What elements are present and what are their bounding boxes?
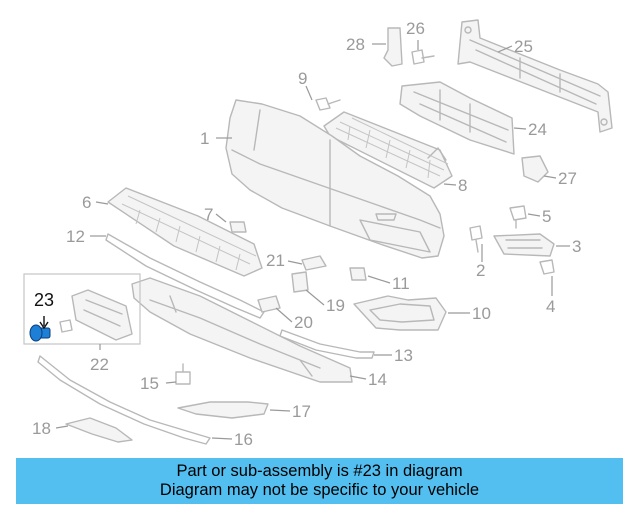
banner-line-1: Part or sub-assembly is #23 in diagram bbox=[176, 462, 463, 480]
callout-19: 19 bbox=[326, 296, 345, 315]
banner-line-2: Diagram may not be specific to your vehi… bbox=[159, 481, 480, 499]
callout-7: 7 bbox=[204, 205, 213, 224]
part-20-clip bbox=[257, 295, 281, 313]
callout-8: 8 bbox=[458, 176, 467, 195]
info-banner: Part or sub-assembly is #23 in diagram D… bbox=[16, 458, 623, 504]
callout-22: 22 bbox=[90, 355, 109, 374]
part-9-bolt bbox=[315, 97, 341, 111]
part-4-bolt bbox=[539, 259, 555, 275]
part-18-trim bbox=[65, 417, 133, 443]
part-2-bolt bbox=[469, 225, 483, 253]
part-1-bumper-cover bbox=[225, 99, 445, 259]
callout-18: 18 bbox=[32, 419, 51, 438]
part-15-bolt bbox=[175, 363, 191, 385]
part-26-bolt bbox=[411, 49, 435, 65]
callout-23: 23 bbox=[34, 290, 54, 310]
callout-4: 4 bbox=[546, 297, 555, 316]
part-5-clip bbox=[509, 205, 527, 229]
callout-10: 10 bbox=[472, 304, 491, 323]
part-28-bracket bbox=[383, 27, 403, 67]
callout-2: 2 bbox=[476, 261, 485, 280]
callout-14: 14 bbox=[368, 370, 387, 389]
callout-28: 28 bbox=[346, 35, 365, 54]
part-16-lower-strip bbox=[37, 355, 211, 445]
part-14-lower-valance bbox=[131, 277, 353, 383]
parts-diagram: 1 2 3 4 5 6 7 8 9 10 11 12 13 14 15 16 1… bbox=[23, 19, 613, 449]
part-22-license-bracket bbox=[23, 273, 141, 345]
part-17-trim bbox=[177, 401, 269, 419]
part-10-trim bbox=[353, 295, 447, 331]
part-6-lower-grille bbox=[107, 187, 263, 277]
part-25-reinforcement-bar bbox=[457, 19, 613, 133]
part-23-screw-highlighted bbox=[29, 316, 51, 342]
part-21-cap bbox=[301, 255, 327, 271]
callout-24: 24 bbox=[528, 120, 547, 139]
callout-13: 13 bbox=[394, 346, 413, 365]
part-24-absorber bbox=[399, 81, 515, 155]
leader-lines bbox=[55, 40, 570, 440]
callout-12: 12 bbox=[66, 227, 85, 246]
part-8-upper-grille bbox=[323, 111, 453, 189]
part-27-clip bbox=[521, 155, 549, 183]
part-7-clip bbox=[229, 221, 247, 233]
callout-20: 20 bbox=[294, 313, 313, 332]
part-13-trim-strip bbox=[279, 329, 375, 359]
callout-1: 1 bbox=[200, 129, 209, 148]
part-11-clip bbox=[349, 267, 367, 281]
callout-6: 6 bbox=[82, 193, 91, 212]
callout-5: 5 bbox=[542, 207, 551, 226]
callout-21: 21 bbox=[266, 251, 285, 270]
callout-16: 16 bbox=[234, 430, 253, 449]
callout-17: 17 bbox=[292, 402, 311, 421]
callout-numbers: 1 2 3 4 5 6 7 8 9 10 11 12 13 14 15 16 1… bbox=[32, 19, 581, 449]
callout-27: 27 bbox=[558, 169, 577, 188]
callout-11: 11 bbox=[392, 274, 410, 293]
callout-15: 15 bbox=[140, 374, 159, 393]
part-19-bracket bbox=[291, 271, 309, 293]
part-3-bracket bbox=[493, 233, 555, 257]
callout-25: 25 bbox=[514, 37, 533, 56]
callout-9: 9 bbox=[298, 69, 307, 88]
part-12-trim-strip bbox=[105, 233, 265, 319]
callout-3: 3 bbox=[572, 237, 581, 256]
callout-26: 26 bbox=[406, 19, 425, 38]
